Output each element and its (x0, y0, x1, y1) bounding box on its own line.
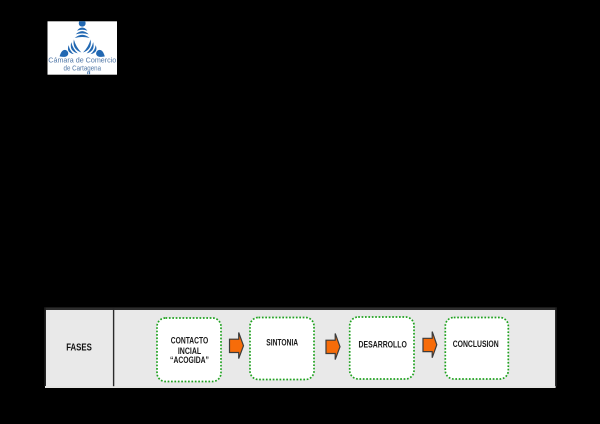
svg-text:INCIAL: INCIAL (178, 346, 202, 356)
svg-text:de Cartagena: de Cartagena (64, 64, 102, 73)
svg-text:FASES: FASES (66, 343, 92, 354)
svg-text:Cámara de Comercio: Cámara de Comercio (48, 56, 116, 65)
svg-text:SINTONIA: SINTONIA (266, 338, 298, 348)
svg-text:CONCLUSION: CONCLUSION (453, 339, 499, 349)
svg-text:CONTACTO: CONTACTO (171, 335, 209, 345)
svg-text:DESARROLLO: DESARROLLO (359, 339, 407, 349)
svg-text:“ACOGIDA”: “ACOGIDA” (170, 355, 209, 365)
